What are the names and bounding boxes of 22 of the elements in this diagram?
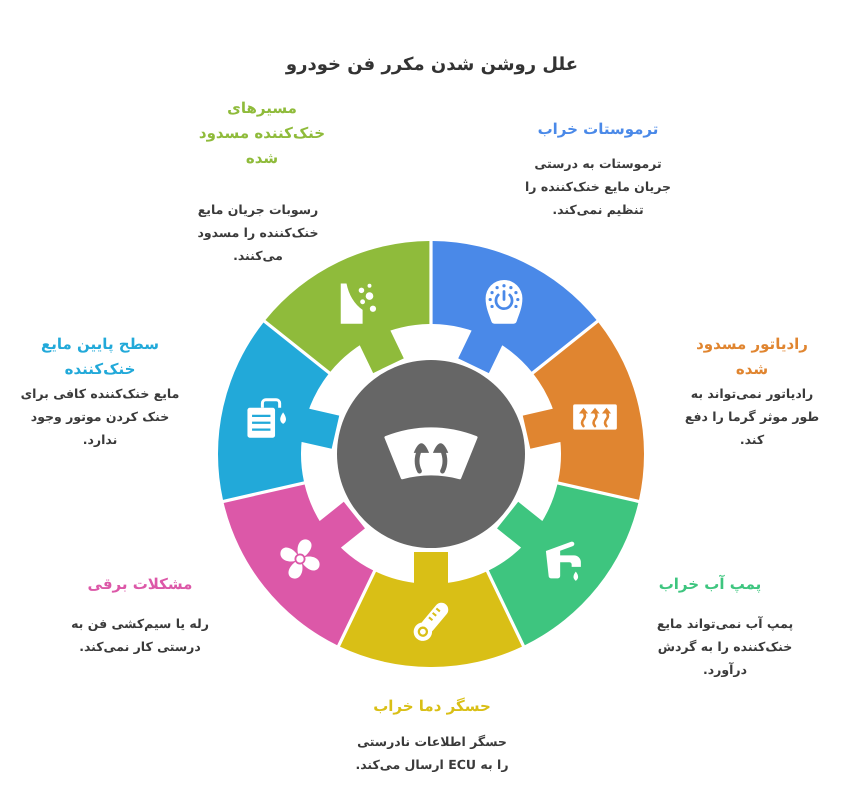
center-circle: [337, 360, 525, 548]
description: پمپ آب نمی‌تواند مایع خنک‌کننده را به گردش درآورد.: [656, 615, 794, 679]
segment-heading: پمپ آب خراب: [658, 574, 762, 595]
ring-segment: [338, 552, 524, 667]
ring-segment: [218, 321, 340, 502]
segment-heading: حسگر دما خراب: [372, 696, 492, 717]
description: رادیاتور نمی‌تواند به طور موثر گرما را دفع کند.: [684, 385, 820, 449]
ring-segment: [223, 482, 375, 646]
description: حسگر اطلاعات نادرستی را به ECU ارسال می‌کند.: [354, 733, 510, 774]
description: رله یا سیم‌کشی فن به درستی کار نمی‌کند.: [70, 615, 210, 656]
description: ترموستات به درستی جریان مایع خنک‌کننده را تنظیم نمی‌کند.: [524, 155, 672, 219]
ring-segment: [487, 482, 639, 646]
ring-segment: [522, 321, 644, 502]
ring-segment: [431, 241, 598, 374]
segment-heading: مشکلات برقی: [86, 574, 194, 595]
segment-heading: ترموستات خراب: [536, 119, 660, 140]
segment-heading: مسیرهای خنک‌کننده مسدود شده: [198, 98, 326, 169]
description: رسوبات جریان مایع خنک‌کننده را مسدود می‌کنند.: [196, 201, 320, 265]
title: علل روشن شدن مکرر فن خودرو: [284, 53, 580, 77]
description: مایع خنک‌کننده کافی برای خنک کردن موتور وجود ندارد.: [20, 385, 180, 449]
segment-heading: سطح پایین مایع خنک‌کننده: [40, 334, 160, 380]
segment-heading: رادیاتور مسدود شده: [695, 334, 809, 380]
